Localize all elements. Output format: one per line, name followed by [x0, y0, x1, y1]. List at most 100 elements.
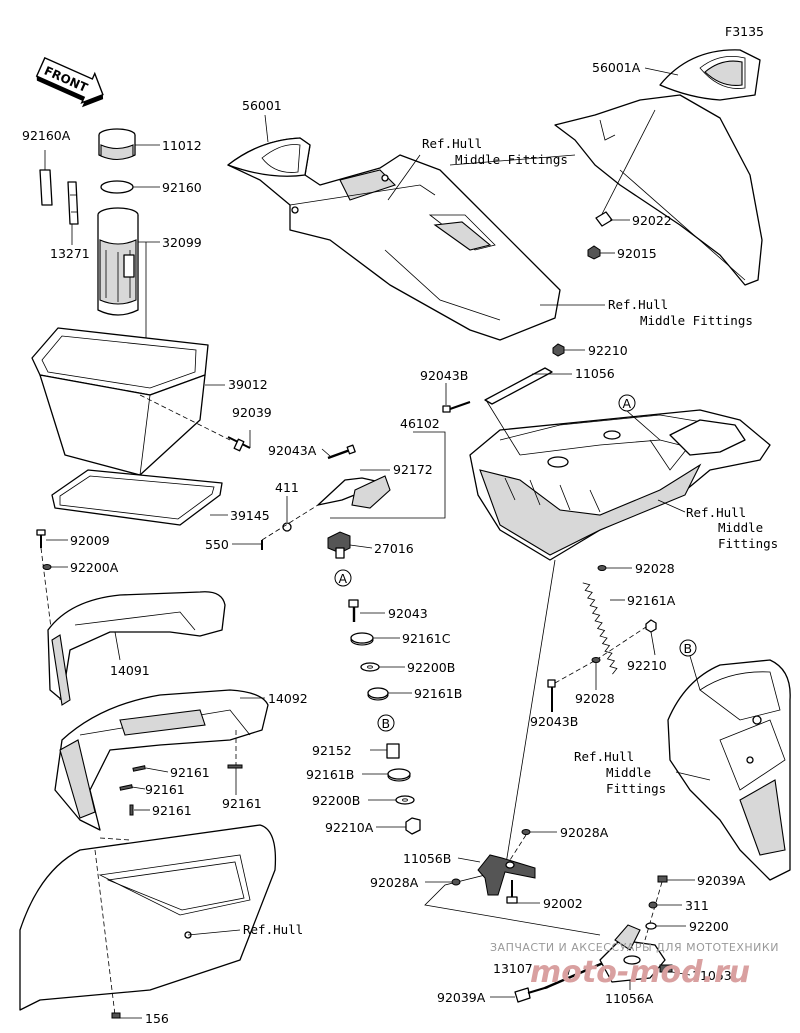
spring-92161A: [582, 565, 632, 675]
callout-92161-d: 92161: [222, 796, 262, 811]
bracket-13271: [67, 181, 79, 245]
callout-92028-mid: 92028: [575, 691, 615, 706]
watermark-line1: ЗАПЧАСТИ И АКСЕССУАРЫ ДЛЯ МОТОТЕХНИКИ: [490, 941, 779, 954]
callout-56001A: 56001A: [592, 60, 641, 75]
hull-panel-top-right: [449, 49, 763, 286]
collar-92161B-lower: [362, 768, 411, 782]
watermark-line2: moto-mod.ru: [530, 955, 750, 990]
callout-92028-top: 92028: [635, 561, 675, 576]
ref-hull-bottom-left: Ref.Hull: [243, 922, 303, 937]
figure-code: F3135: [725, 24, 764, 39]
callout-92152: 92152: [312, 743, 352, 758]
callout-27016: 27016: [374, 541, 414, 556]
hull-panel-top-center: [227, 114, 605, 341]
callout-14091: 14091: [110, 663, 150, 678]
svg-text:A: A: [623, 396, 632, 411]
callout-92200: 92200: [689, 919, 729, 934]
washer-92200: [645, 922, 686, 930]
pin-92043B-top: [442, 383, 471, 413]
callout-11056: 11056: [575, 366, 615, 381]
callout-92039: 92039: [232, 405, 272, 420]
screw-92039A-bottom: [490, 986, 549, 1003]
callout-92161B-upper: 92161B: [414, 686, 462, 701]
callout-11012: 11012: [162, 138, 202, 153]
callout-92043: 92043: [388, 606, 428, 621]
bolt-92039: [139, 394, 251, 452]
callout-92161B-lower: 92161B: [306, 767, 354, 782]
callout-11056B: 11056B: [403, 851, 451, 866]
collar-92152: [370, 743, 400, 759]
callout-92043A: 92043A: [268, 443, 317, 458]
nut-92015: [587, 245, 615, 260]
svg-text:B: B: [684, 641, 693, 656]
callout-13107: 13107: [493, 961, 533, 976]
ref-hull-top-center-1: Ref.Hull: [422, 136, 482, 151]
callout-11056A: 11056A: [605, 991, 654, 1006]
pad-11053: [659, 964, 691, 976]
callout-92161-c: 92161: [152, 803, 192, 818]
callout-92200B-upper: 92200B: [407, 660, 455, 675]
callout-39012: 39012: [228, 377, 268, 392]
part-311: [648, 901, 682, 909]
callout-550: 550: [205, 537, 229, 552]
ref-hull-right-2: Middle: [718, 520, 763, 535]
callout-92161-b: 92161: [145, 782, 185, 797]
bracket-11056B: [457, 854, 536, 896]
callout-92161C: 92161C: [402, 631, 451, 646]
ref-hull-right-b-2: Middle: [606, 765, 651, 780]
callout-92160A: 92160A: [22, 128, 71, 143]
callout-92039A-top: 92039A: [697, 873, 746, 888]
callout-92043B-mid: 92043B: [530, 714, 578, 729]
callout-39145: 39145: [230, 508, 270, 523]
callout-32099: 32099: [162, 235, 202, 250]
hull-middle-fitting: [469, 399, 771, 561]
cover-14091: [47, 591, 226, 706]
callout-92200A: 92200A: [70, 560, 119, 575]
bolt-92002: [506, 880, 540, 904]
nut-92210-top: [552, 343, 585, 357]
marker-a-top: A: [618, 394, 661, 441]
pin-550: [232, 504, 319, 550]
callout-92028A-top: 92028A: [560, 825, 609, 840]
callout-92200B-lower: 92200B: [312, 793, 360, 808]
callout-14092: 14092: [268, 691, 308, 706]
collar-92161C: [350, 632, 400, 646]
callout-92172: 92172: [393, 462, 433, 477]
pin-92043: [348, 599, 385, 622]
storage-bin-39012: [31, 327, 225, 495]
screw-92039A-top: [644, 875, 695, 941]
callout-92210-top: 92210: [588, 343, 628, 358]
pin-92043A: [321, 444, 356, 460]
dampers-92161: [119, 730, 243, 816]
ref-hull-mid-1: Ref.Hull: [608, 297, 668, 312]
hull-section-right: [667, 655, 791, 881]
callout-92009: 92009: [70, 533, 110, 548]
callout-92210-mid: 92210: [627, 658, 667, 673]
callout-92210A: 92210A: [325, 820, 374, 835]
cover-14092: [54, 689, 269, 831]
callout-11053: 11053: [692, 968, 732, 983]
callout-311: 311: [685, 898, 709, 913]
washer-92200A: [42, 564, 68, 570]
tube-32099: [97, 207, 160, 395]
lever-92172: [317, 469, 391, 509]
washer-92028A-left: [425, 878, 461, 886]
callout-56001: 56001: [242, 98, 282, 113]
seal-39145: [51, 469, 228, 526]
callout-411: 411: [275, 480, 299, 495]
svg-text:A: A: [339, 571, 348, 586]
svg-text:B: B: [382, 716, 391, 731]
knob-27016: [327, 531, 373, 559]
callout-92043B-top: 92043B: [420, 368, 468, 383]
callout-92028A-left: 92028A: [370, 875, 419, 890]
callout-92161-a: 92161: [170, 765, 210, 780]
pin-92043B-mid: [547, 659, 597, 712]
ref-hull-right-b-1: Ref.Hull: [574, 749, 634, 764]
cap-11012: [98, 128, 160, 161]
strip-11056: [484, 367, 572, 405]
callout-13271: 13271: [50, 246, 90, 261]
callout-92015: 92015: [617, 246, 657, 261]
latch-11056A: [599, 924, 666, 990]
callout-92161A: 92161A: [627, 593, 676, 608]
